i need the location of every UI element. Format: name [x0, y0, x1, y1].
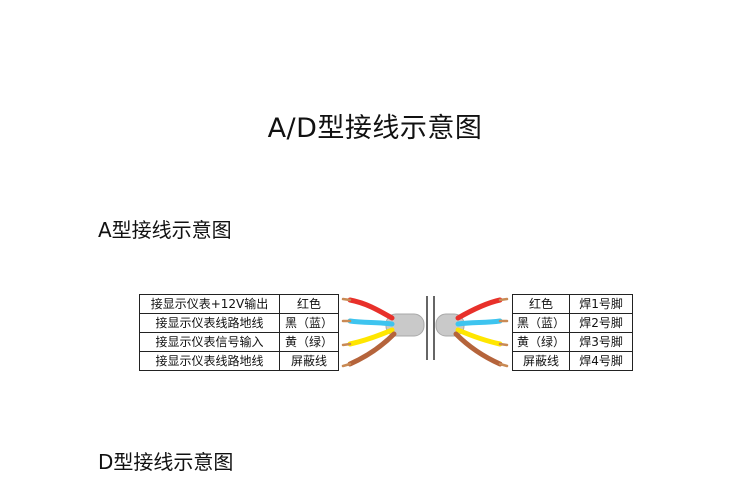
- red-wire-left: [347, 297, 395, 321]
- wire-color-label: 黄（绿）: [511, 332, 571, 352]
- blue-wire-right: [455, 318, 503, 327]
- pin-label: 焊1号脚: [569, 294, 634, 314]
- table-row: 红色 焊1号脚: [511, 294, 634, 314]
- wire-color-label: 红色: [279, 294, 339, 314]
- right-wire-tips: [498, 297, 509, 368]
- table-row: 接显示仪表线路地线 屏蔽线: [139, 351, 339, 371]
- row-label: 接显示仪表线路地线: [139, 313, 280, 333]
- left-wire-tips: [341, 297, 352, 368]
- row-label: 接显示仪表信号输入: [139, 332, 280, 352]
- table-row: 接显示仪表线路地线 黑（蓝）: [139, 313, 339, 333]
- blue-wire-left: [347, 318, 395, 327]
- section-d-title: D型接线示意图: [98, 450, 234, 474]
- wire-color-label: 黑（蓝）: [511, 313, 571, 333]
- table-row: 接显示仪表信号输入 黄（绿）: [139, 332, 339, 352]
- shield-wire-left: [347, 331, 397, 367]
- wire-color-label: 屏蔽线: [511, 351, 571, 371]
- pin-label: 焊2号脚: [569, 313, 634, 333]
- row-label: 接显示仪表线路地线: [139, 351, 280, 371]
- left-wiring-table: 接显示仪表+12V输出 红色 接显示仪表线路地线 黑（蓝） 接显示仪表信号输入 …: [139, 294, 339, 371]
- wire-color-label: 黑（蓝）: [279, 313, 339, 333]
- pin-label: 焊4号脚: [569, 351, 634, 371]
- table-row: 接显示仪表+12V输出 红色: [139, 294, 339, 314]
- pin-label: 焊3号脚: [569, 332, 634, 352]
- section-a-title: A型接线示意图: [98, 218, 232, 242]
- table-row: 屏蔽线 焊4号脚: [511, 351, 634, 371]
- wire-color-label: 红色: [511, 294, 571, 314]
- yellow-wire-right: [455, 327, 503, 347]
- wire-color-label: 黄（绿）: [279, 332, 339, 352]
- table-row: 黄（绿） 焊3号脚: [511, 332, 634, 352]
- right-wiring-table: 红色 焊1号脚 黑（蓝） 焊2号脚 黄（绿） 焊3号脚 屏蔽线 焊4号脚: [511, 294, 634, 371]
- red-wire-right: [455, 297, 503, 321]
- yellow-wire-left: [347, 327, 395, 347]
- page-title: A/D型接线示意图: [267, 113, 483, 144]
- shield-wire-right: [453, 331, 503, 367]
- table-row: 黑（蓝） 焊2号脚: [511, 313, 634, 333]
- wire-color-label: 屏蔽线: [279, 351, 339, 371]
